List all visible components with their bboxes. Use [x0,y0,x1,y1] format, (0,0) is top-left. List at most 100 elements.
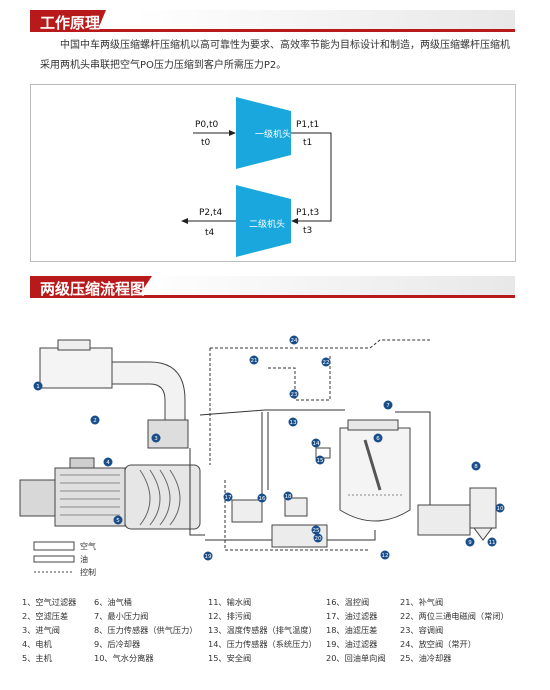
svg-text:10: 10 [497,506,504,512]
part-item: 9、后冷却器 [94,639,141,649]
part-item: 8、压力传感器（供气压力） [94,625,198,635]
callout-8: 8 [471,461,481,471]
svg-text:4: 4 [106,460,110,466]
callout-4: 4 [103,457,113,467]
part-item: 3、进气阀 [22,625,60,635]
part-item: 1、空气过滤器 [22,597,77,607]
callout-21: 21 [249,355,259,365]
part-item: 21、补气阀 [400,597,444,607]
section-header-principle: 工作原理 [30,10,515,32]
callout-23: 23 [289,389,299,399]
rotor-lines [139,469,181,526]
principle-svg: 一级机头 二级机头 P0,t0 t0 P1,t1 t1 P1,t3 t3 P2,… [181,97,332,257]
part-item: 23、容调阀 [400,625,444,635]
callout-24: 24 [289,335,299,345]
part-item: 10、气水分离器 [94,653,154,663]
callout-15: 15 [315,455,325,465]
callout-3: 3 [151,433,161,443]
part-item: 15、安全阀 [208,653,252,663]
water-separator [469,487,497,529]
svg-text:23: 23 [291,392,298,398]
motor-fins [60,474,120,516]
part-item: 24、放空阀（常开） [400,639,476,649]
interstage-line [291,132,332,222]
header-line [30,295,515,298]
callout-1: 1 [33,381,43,391]
part-item: 4、电机 [22,639,52,649]
inlet-top-label: P0,t0 [195,120,219,130]
svg-text:12: 12 [382,553,389,559]
legend-air-swatch [33,541,75,551]
header-tab [30,276,152,298]
air-lines [199,409,470,511]
inlet-arrowhead [229,130,236,136]
section-header-flow: 两级压缩流程图 [30,276,515,298]
flow-diagram: 空气 油 控制 1 2 3 4 5 6 7 8 9 10 11 12 13 14… [19,335,505,577]
callout-20: 20 [313,533,323,543]
svg-text:6: 6 [376,436,380,442]
oil-filter [231,499,263,523]
air-filter-cap [57,339,91,351]
part-item: 6、油气桶 [94,597,132,607]
callout-17: 17 [223,492,233,502]
legend-oil-swatch [33,555,75,563]
svg-text:2: 2 [93,418,97,424]
stage1-out-bottom: t1 [303,138,312,148]
callout-13: 13 [288,417,298,427]
callout-2: 2 [90,415,100,425]
air-filter [39,347,113,389]
header-line [30,29,515,32]
callout-11: 11 [487,537,497,547]
after-cooler [417,504,471,536]
part-item: 14、压力传感器（系统压力） [208,639,317,649]
part-item: 13、温度传感器（排气温度） [208,625,317,635]
outlet-arrowhead [181,218,188,224]
section-title: 两级压缩流程图 [40,280,146,298]
motor [54,467,126,527]
callout-25: 25 [311,525,321,535]
svg-text:11: 11 [489,540,496,546]
callout-22: 22 [321,357,331,367]
header-tab [30,10,106,32]
part-item: 25、油冷却器 [400,653,452,663]
stage2-compressor [236,185,291,257]
outlet-top-label: P2,t4 [199,208,223,218]
svg-text:15: 15 [317,458,324,464]
svg-text:20: 20 [315,536,322,542]
callout-10: 10 [495,503,505,513]
stage2-in-top: P1,t3 [296,208,319,218]
stage1-out-top: P1,t1 [296,120,319,130]
control-lines [209,339,430,551]
legend-control-label: 控制 [80,567,96,577]
main-compressor [124,464,201,530]
separator-flange [347,419,399,431]
svg-text:3: 3 [154,436,158,442]
oil-lines [189,412,376,541]
intro-text: 中国中车两级压缩螺杆压缩机以高可靠性为要求、高效率节能为目标设计和制造，两级压缩… [40,40,510,71]
separator-drain [473,527,493,541]
legend-air-label: 空气 [80,541,96,551]
oil-filter-2 [284,497,308,517]
part-item: 2、空滤压差 [22,611,69,621]
header-fade [135,276,515,295]
part-item: 17、油过滤器 [326,611,378,621]
svg-text:24: 24 [291,338,298,344]
callout-19: 19 [203,551,213,561]
part-item: 20、回油单向阀 [326,653,386,663]
section-title: 工作原理 [40,14,101,32]
part-item: 22、两位三通电磁阀（常闭） [400,611,509,621]
stage2-in-bottom: t3 [303,226,312,236]
svg-text:22: 22 [323,360,330,366]
separator-element [363,439,382,491]
part-item: 11、输水阀 [208,597,252,607]
motor-end-cap [19,479,56,517]
svg-text:9: 9 [468,540,472,546]
svg-text:5: 5 [116,518,120,524]
stage1-compressor [236,97,291,169]
svg-text:25: 25 [313,528,320,534]
motor-terminal-box [69,457,95,469]
svg-text:17: 17 [225,495,232,501]
svg-text:18: 18 [285,494,292,500]
part-item: 19、油过滤器 [326,639,378,649]
stage1-label: 一级机头 [255,128,291,140]
